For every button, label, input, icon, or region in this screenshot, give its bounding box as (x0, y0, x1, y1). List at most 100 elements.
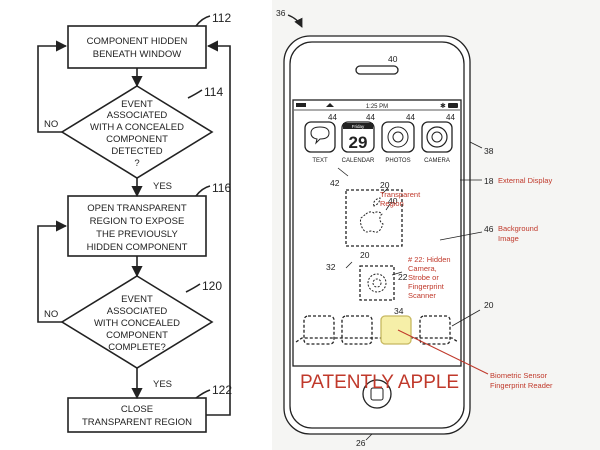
flowchart-refs: 112 114 116 120 122 (202, 11, 232, 397)
ref-116: 116 (212, 181, 231, 195)
ref-18: 18 (484, 176, 494, 186)
watermark-text: PATENTLY APPLE (300, 372, 459, 393)
ref-44-photos: 44 (406, 113, 415, 122)
dec2-line-2: ASSOCIATED (107, 306, 168, 317)
speaker-slot (355, 65, 399, 75)
figure-ref-arrow (287, 14, 303, 28)
ref-40-logo: 40 (388, 196, 398, 206)
annotation-hidden-3: Strobe or (408, 273, 439, 282)
box-component-hidden (67, 25, 207, 69)
dock-slot-4 (419, 315, 451, 345)
ref-20-camera: 20 (360, 250, 370, 260)
dec1-line-2: ASSOCIATED (107, 110, 168, 121)
status-bar: 1:25 PM ✱ (296, 102, 458, 110)
ref-46: 46 (484, 224, 494, 234)
phone-refs: 36 40 38 18 42 20 40 46 20 22 32 20 34 2… (276, 8, 494, 448)
home-button-square-icon (370, 387, 384, 401)
camera-lens-icon (426, 126, 448, 148)
flowchart-text: COMPONENT HIDDEN BENEATH WINDOW EVENT AS… (44, 36, 192, 428)
ref-44-calendar: 44 (366, 113, 375, 122)
biometric-leader (397, 329, 489, 375)
annotation-external-display: External Display (498, 176, 552, 185)
battery-icon (448, 103, 458, 108)
app-icon-camera[interactable] (421, 121, 453, 153)
box2-line-4: HIDDEN COMPONENT (87, 242, 188, 253)
annotation-hidden-1: # 22: Hidden (408, 255, 451, 264)
box3-line-2: TRANSPARENT REGION (82, 417, 192, 428)
ref-20-dock: 20 (484, 300, 494, 310)
status-time: 1:25 PM (366, 104, 388, 110)
annotation-hidden-2: Camera, (408, 264, 437, 273)
app-label-calendar: CALENDAR (342, 158, 375, 164)
phone-body-inner (289, 41, 465, 429)
dec1-line-4: COMPONENT (106, 134, 168, 145)
home-button[interactable] (362, 379, 392, 409)
screen (292, 99, 462, 367)
dock-slot-fingerprint (380, 315, 412, 345)
box2-line-2: REGION TO EXPOSE (90, 216, 185, 227)
loop-no-1 (37, 40, 68, 133)
annotation-background-1: Background (498, 224, 538, 233)
calendar-weekday: Friday (352, 124, 365, 129)
annotation-background-2: Image (498, 234, 519, 243)
app-icon-photos[interactable] (381, 121, 415, 153)
apple-logo-icon (360, 197, 384, 233)
annotation-hidden-4: Fingerprint (408, 282, 445, 291)
flower-icon (387, 126, 409, 148)
transparent-region (345, 189, 403, 247)
loop-return (206, 40, 231, 416)
app-refs: 44 44 44 44 (328, 113, 455, 122)
ref-122: 122 (212, 383, 232, 397)
ref-44-text: 44 (328, 113, 337, 122)
ref-114: 114 (204, 85, 223, 99)
phone (283, 14, 489, 441)
box2-line-1: OPEN TRANSPARENT (87, 203, 187, 214)
dock-slot-1 (303, 315, 335, 345)
annotation-biometric-2: Fingerprint Reader (490, 381, 553, 390)
ref-38: 38 (484, 146, 494, 156)
app-icon-text[interactable] (304, 121, 336, 153)
box3-line-1: CLOSE (121, 404, 153, 415)
dec2-line-5: COMPLETE? (108, 342, 166, 353)
box1-line-1: COMPONENT HIDDEN (87, 36, 188, 47)
dock-slot-2 (341, 315, 373, 345)
ref-42: 42 (330, 178, 340, 188)
ref-34: 34 (394, 306, 404, 316)
ref-36: 36 (276, 8, 286, 18)
bluetooth-icon: ✱ (440, 102, 446, 110)
ref-40-speaker: 40 (388, 54, 398, 64)
signal-icon (296, 103, 306, 107)
calendar-day: 29 (349, 133, 368, 152)
dec2-line-1: EVENT (121, 294, 153, 305)
box1-line-2: BENEATH WINDOW (93, 49, 182, 60)
red-annotations: External Display Transparent Region Back… (300, 176, 553, 393)
app-labels: TEXT CALENDAR PHOTOS CAMERA (312, 158, 450, 164)
annotation-transparent-1: Transparent (380, 190, 421, 199)
dec2-line-3: WITH CONCEALED (94, 318, 180, 329)
ref-26: 26 (356, 438, 366, 448)
box-close-transparent-region (67, 397, 207, 433)
annotation-hidden-5: Scanner (408, 291, 436, 300)
wifi-icon (326, 103, 334, 107)
dec1-line-1: EVENT (121, 99, 153, 110)
ref-44-camera: 44 (446, 113, 455, 122)
yes-label-1: YES (153, 181, 172, 192)
message-bubble-icon (310, 126, 330, 145)
loop-no-2 (37, 220, 68, 323)
ref-120: 120 (202, 279, 222, 293)
app-icon-calendar[interactable] (341, 121, 375, 153)
app-label-camera: CAMERA (424, 158, 450, 164)
hidden-camera-region (359, 265, 395, 301)
annotation-transparent-2: Region (380, 199, 404, 208)
ref-112: 112 (212, 11, 231, 25)
dock-outline (295, 337, 459, 343)
dec1-line-3: WITH A CONCEALED (90, 122, 184, 133)
dec1-line-6: ? (134, 158, 139, 169)
annotation-biometric-1: Biometric Sensor (490, 371, 548, 380)
flowchart (37, 15, 231, 433)
calendar-icon-content: Friday 29 (343, 123, 373, 152)
yes-label-2: YES (153, 379, 172, 390)
box2-line-3: THE PREVIOUSLY (96, 229, 178, 240)
ref-32: 32 (326, 262, 336, 272)
